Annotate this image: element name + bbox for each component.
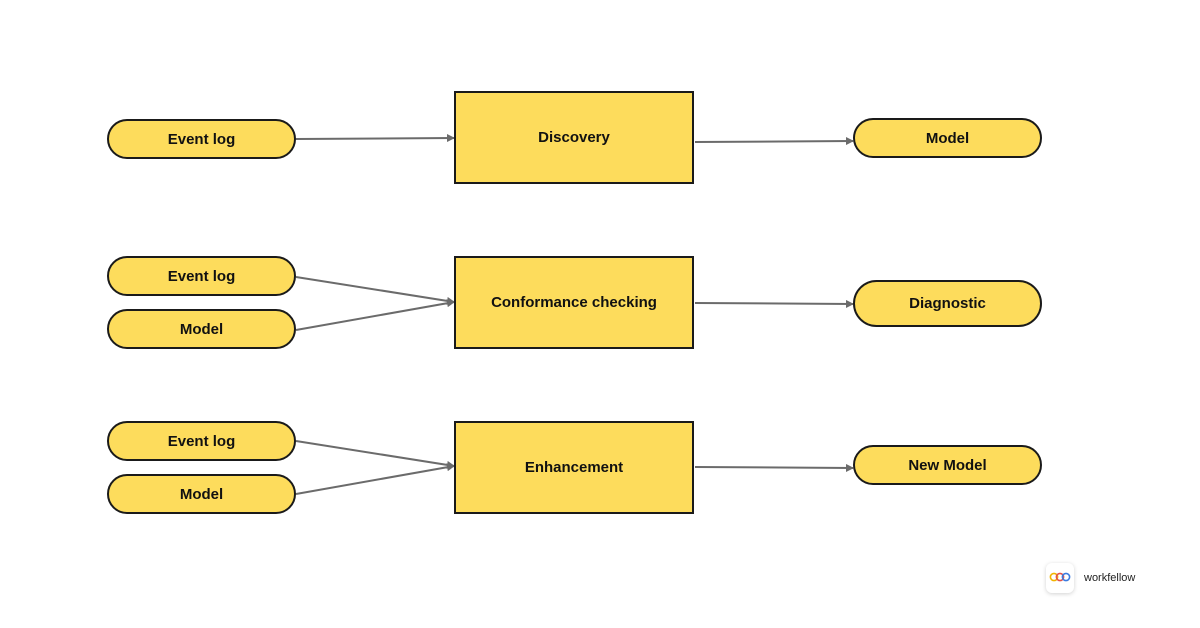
arrow-discovery-to-model [694, 137, 854, 146]
output-diagnostic: Diagnostic [853, 280, 1042, 327]
input-model-conformance: Model [107, 309, 296, 349]
arrow-model-to-enhancement [295, 463, 455, 495]
arrow-eventlog-to-conformance [295, 276, 455, 305]
input-event-log-conformance: Event log [107, 256, 296, 296]
arrow-eventlog-to-discovery [295, 134, 455, 143]
brand-logo: workfellow [1046, 563, 1135, 593]
arrow-eventlog-to-enhancement [295, 440, 455, 469]
output-new-model: New Model [853, 445, 1042, 485]
workfellow-logo-icon [1046, 563, 1074, 593]
arrow-conformance-to-diagnostic [694, 299, 854, 308]
output-model: Model [853, 118, 1042, 158]
process-enhancement: Enhancement [454, 421, 694, 514]
input-model-enhancement: Model [107, 474, 296, 514]
arrow-model-to-conformance [295, 299, 455, 331]
process-discovery: Discovery [454, 91, 694, 184]
process-conformance-checking: Conformance checking [454, 256, 694, 349]
input-event-log-discovery: Event log [107, 119, 296, 159]
input-event-log-enhancement: Event log [107, 421, 296, 461]
arrow-enhancement-to-newmodel [694, 463, 854, 472]
brand-name: workfellow [1084, 572, 1136, 584]
